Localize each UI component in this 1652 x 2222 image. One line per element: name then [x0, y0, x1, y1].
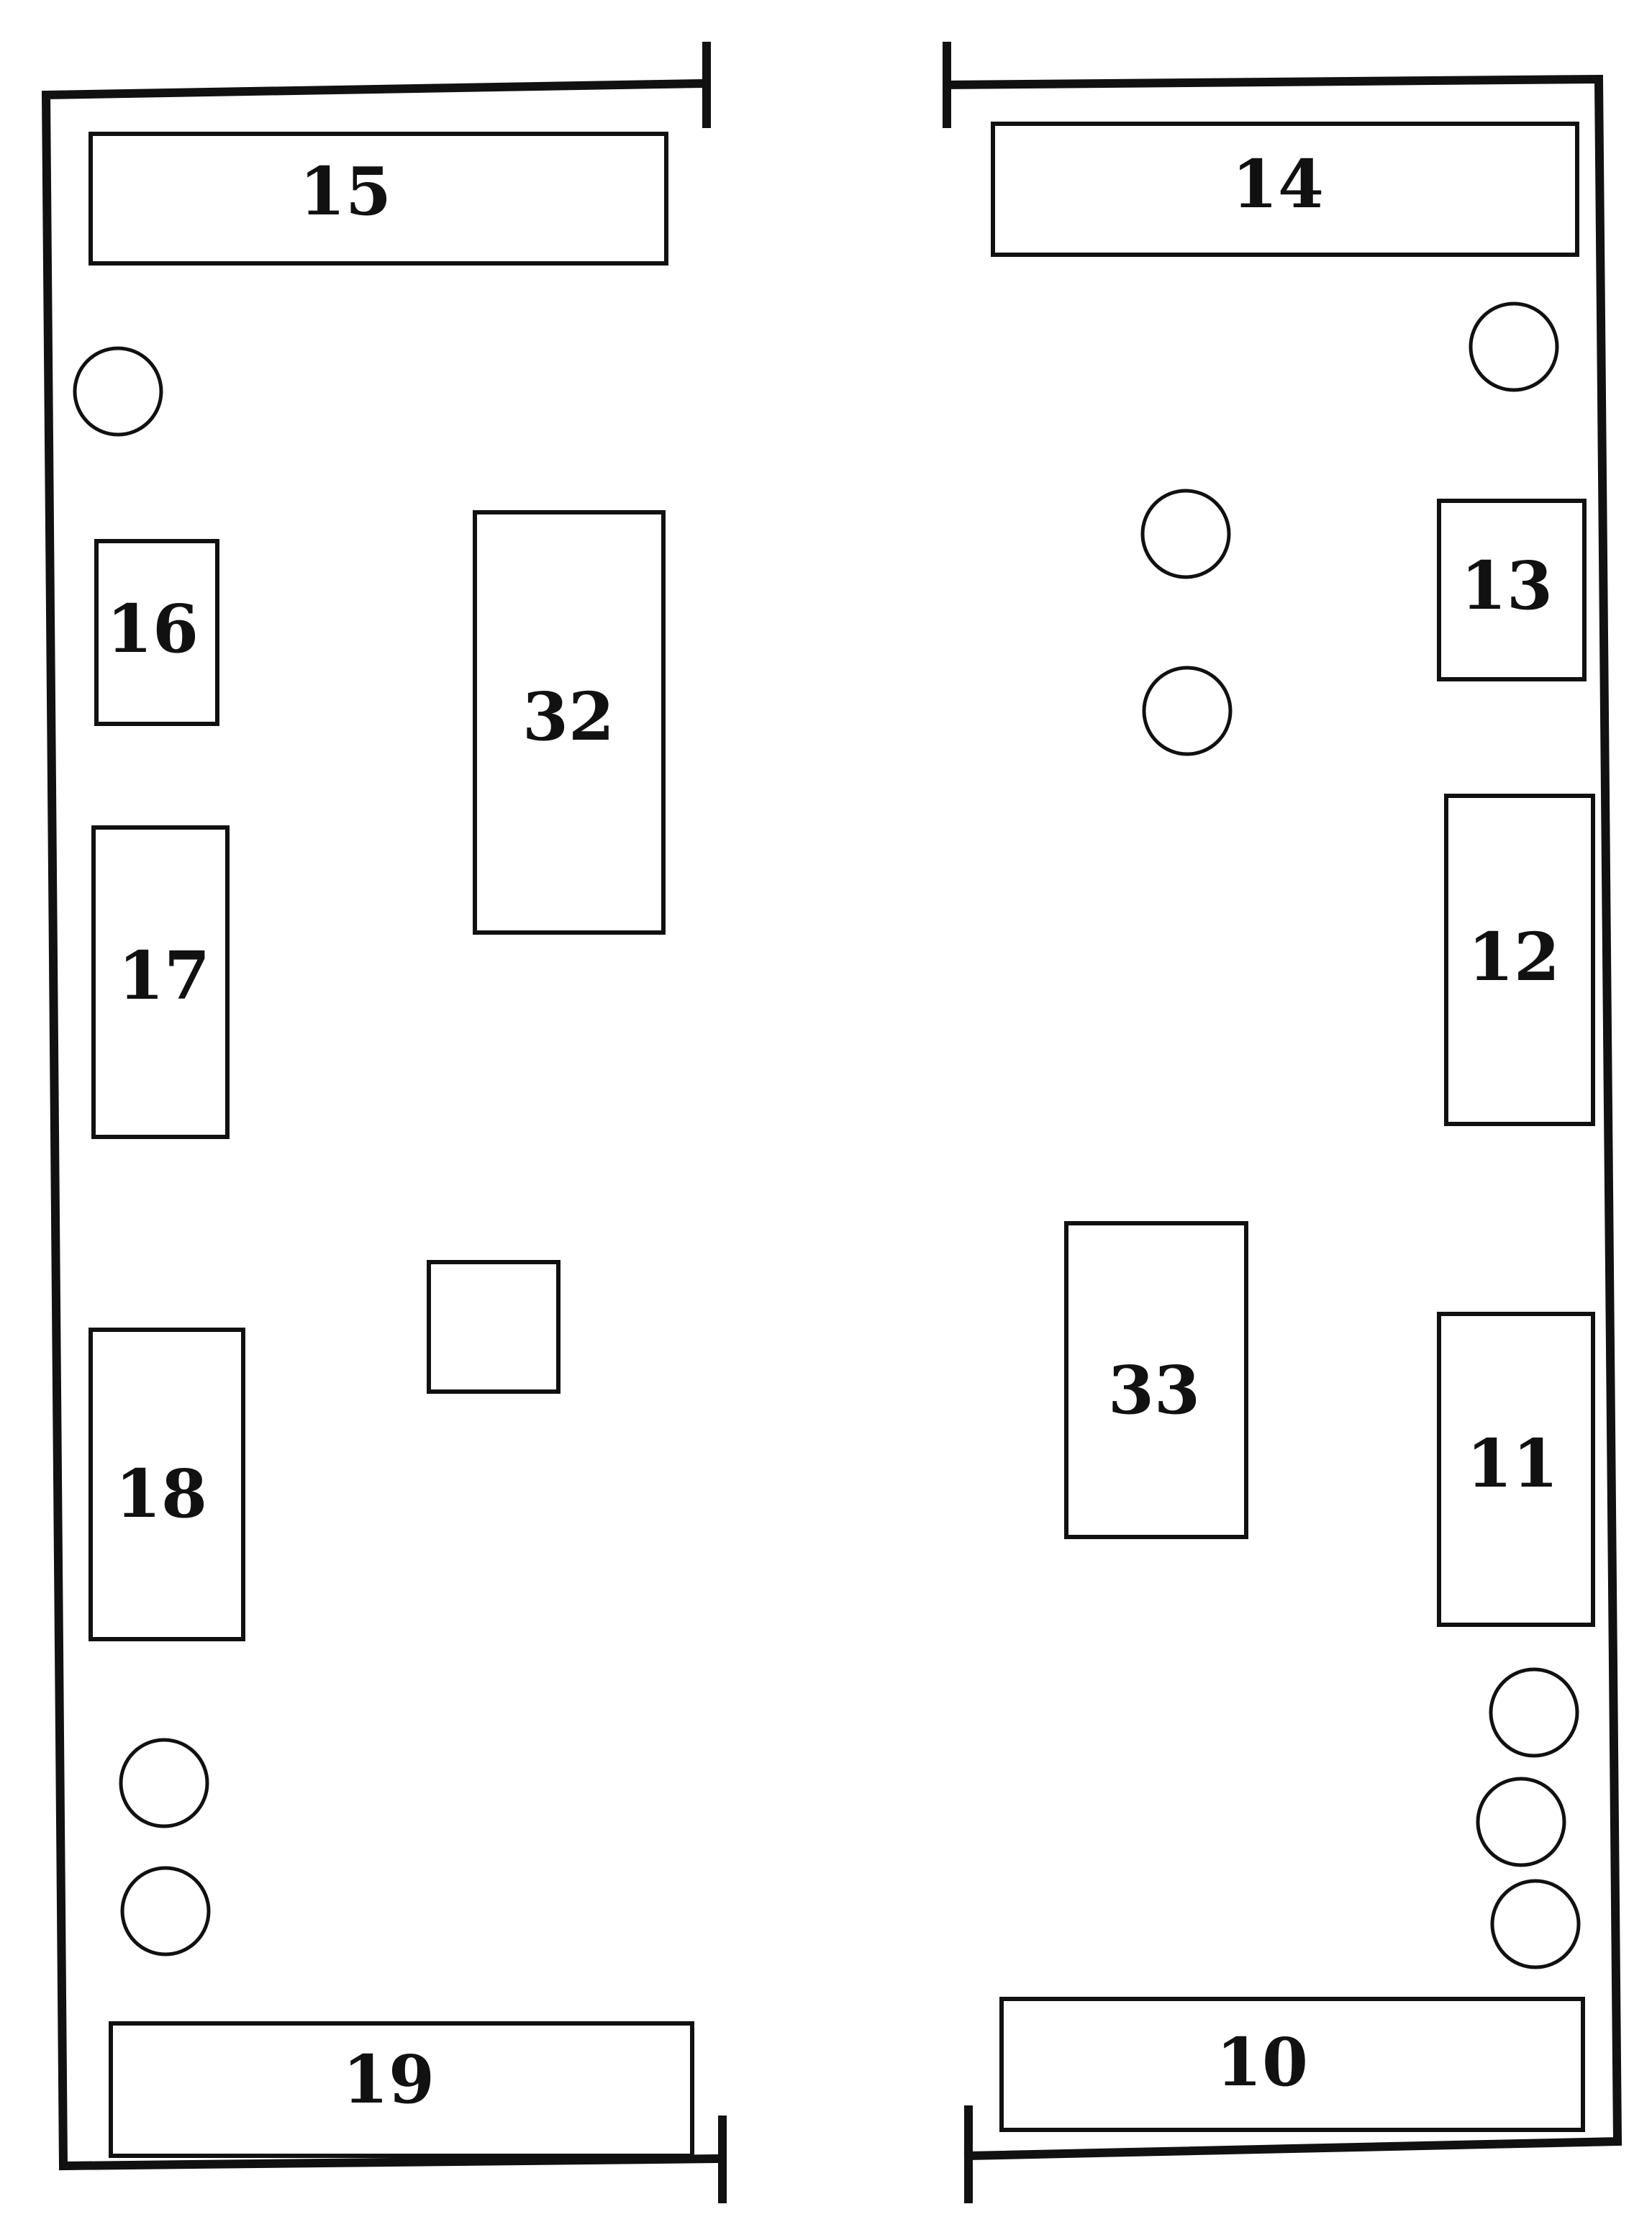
unit-33: 33 — [1064, 1221, 1248, 1539]
unit-11: 11 — [1437, 1312, 1595, 1627]
unit-15: 15 — [88, 132, 668, 266]
unit-13: 13 — [1437, 499, 1587, 681]
pillar-circle — [1489, 1667, 1579, 1758]
unit-16: 16 — [94, 539, 219, 726]
unit-18: 18 — [88, 1328, 245, 1641]
unit-label: 19 — [342, 2041, 435, 2118]
unit-19: 19 — [109, 2021, 694, 2158]
pillar-circle — [1469, 301, 1559, 392]
unit-label: 33 — [1108, 1351, 1200, 1429]
pillar-circle — [1142, 666, 1233, 756]
unit-blank — [427, 1260, 560, 1394]
unit-32: 32 — [473, 510, 666, 935]
pillar-circle — [120, 1866, 211, 1956]
unit-label: 12 — [1468, 918, 1560, 996]
wall-right — [942, 74, 1622, 2161]
unit-label: 17 — [118, 937, 210, 1015]
pillar-circle — [73, 346, 163, 437]
unit-label: 15 — [299, 153, 391, 230]
unit-label: 16 — [106, 590, 199, 668]
unit-label: 18 — [115, 1455, 207, 1533]
unit-label: 14 — [1232, 145, 1324, 223]
pillar-circle — [1490, 1879, 1581, 1969]
unit-label: 13 — [1461, 547, 1553, 625]
unit-label: 32 — [522, 678, 614, 756]
wall-left — [41, 78, 725, 2171]
unit-10: 10 — [999, 1997, 1585, 2132]
pillar-circle — [1140, 489, 1231, 579]
unit-label: 10 — [1216, 2023, 1308, 2101]
pillar-circle — [119, 1738, 209, 1828]
unit-12: 12 — [1444, 794, 1595, 1126]
unit-14: 14 — [991, 122, 1579, 257]
pillar-circle — [1476, 1777, 1566, 1867]
unit-17: 17 — [91, 825, 230, 1139]
unit-label: 11 — [1466, 1425, 1558, 1502]
